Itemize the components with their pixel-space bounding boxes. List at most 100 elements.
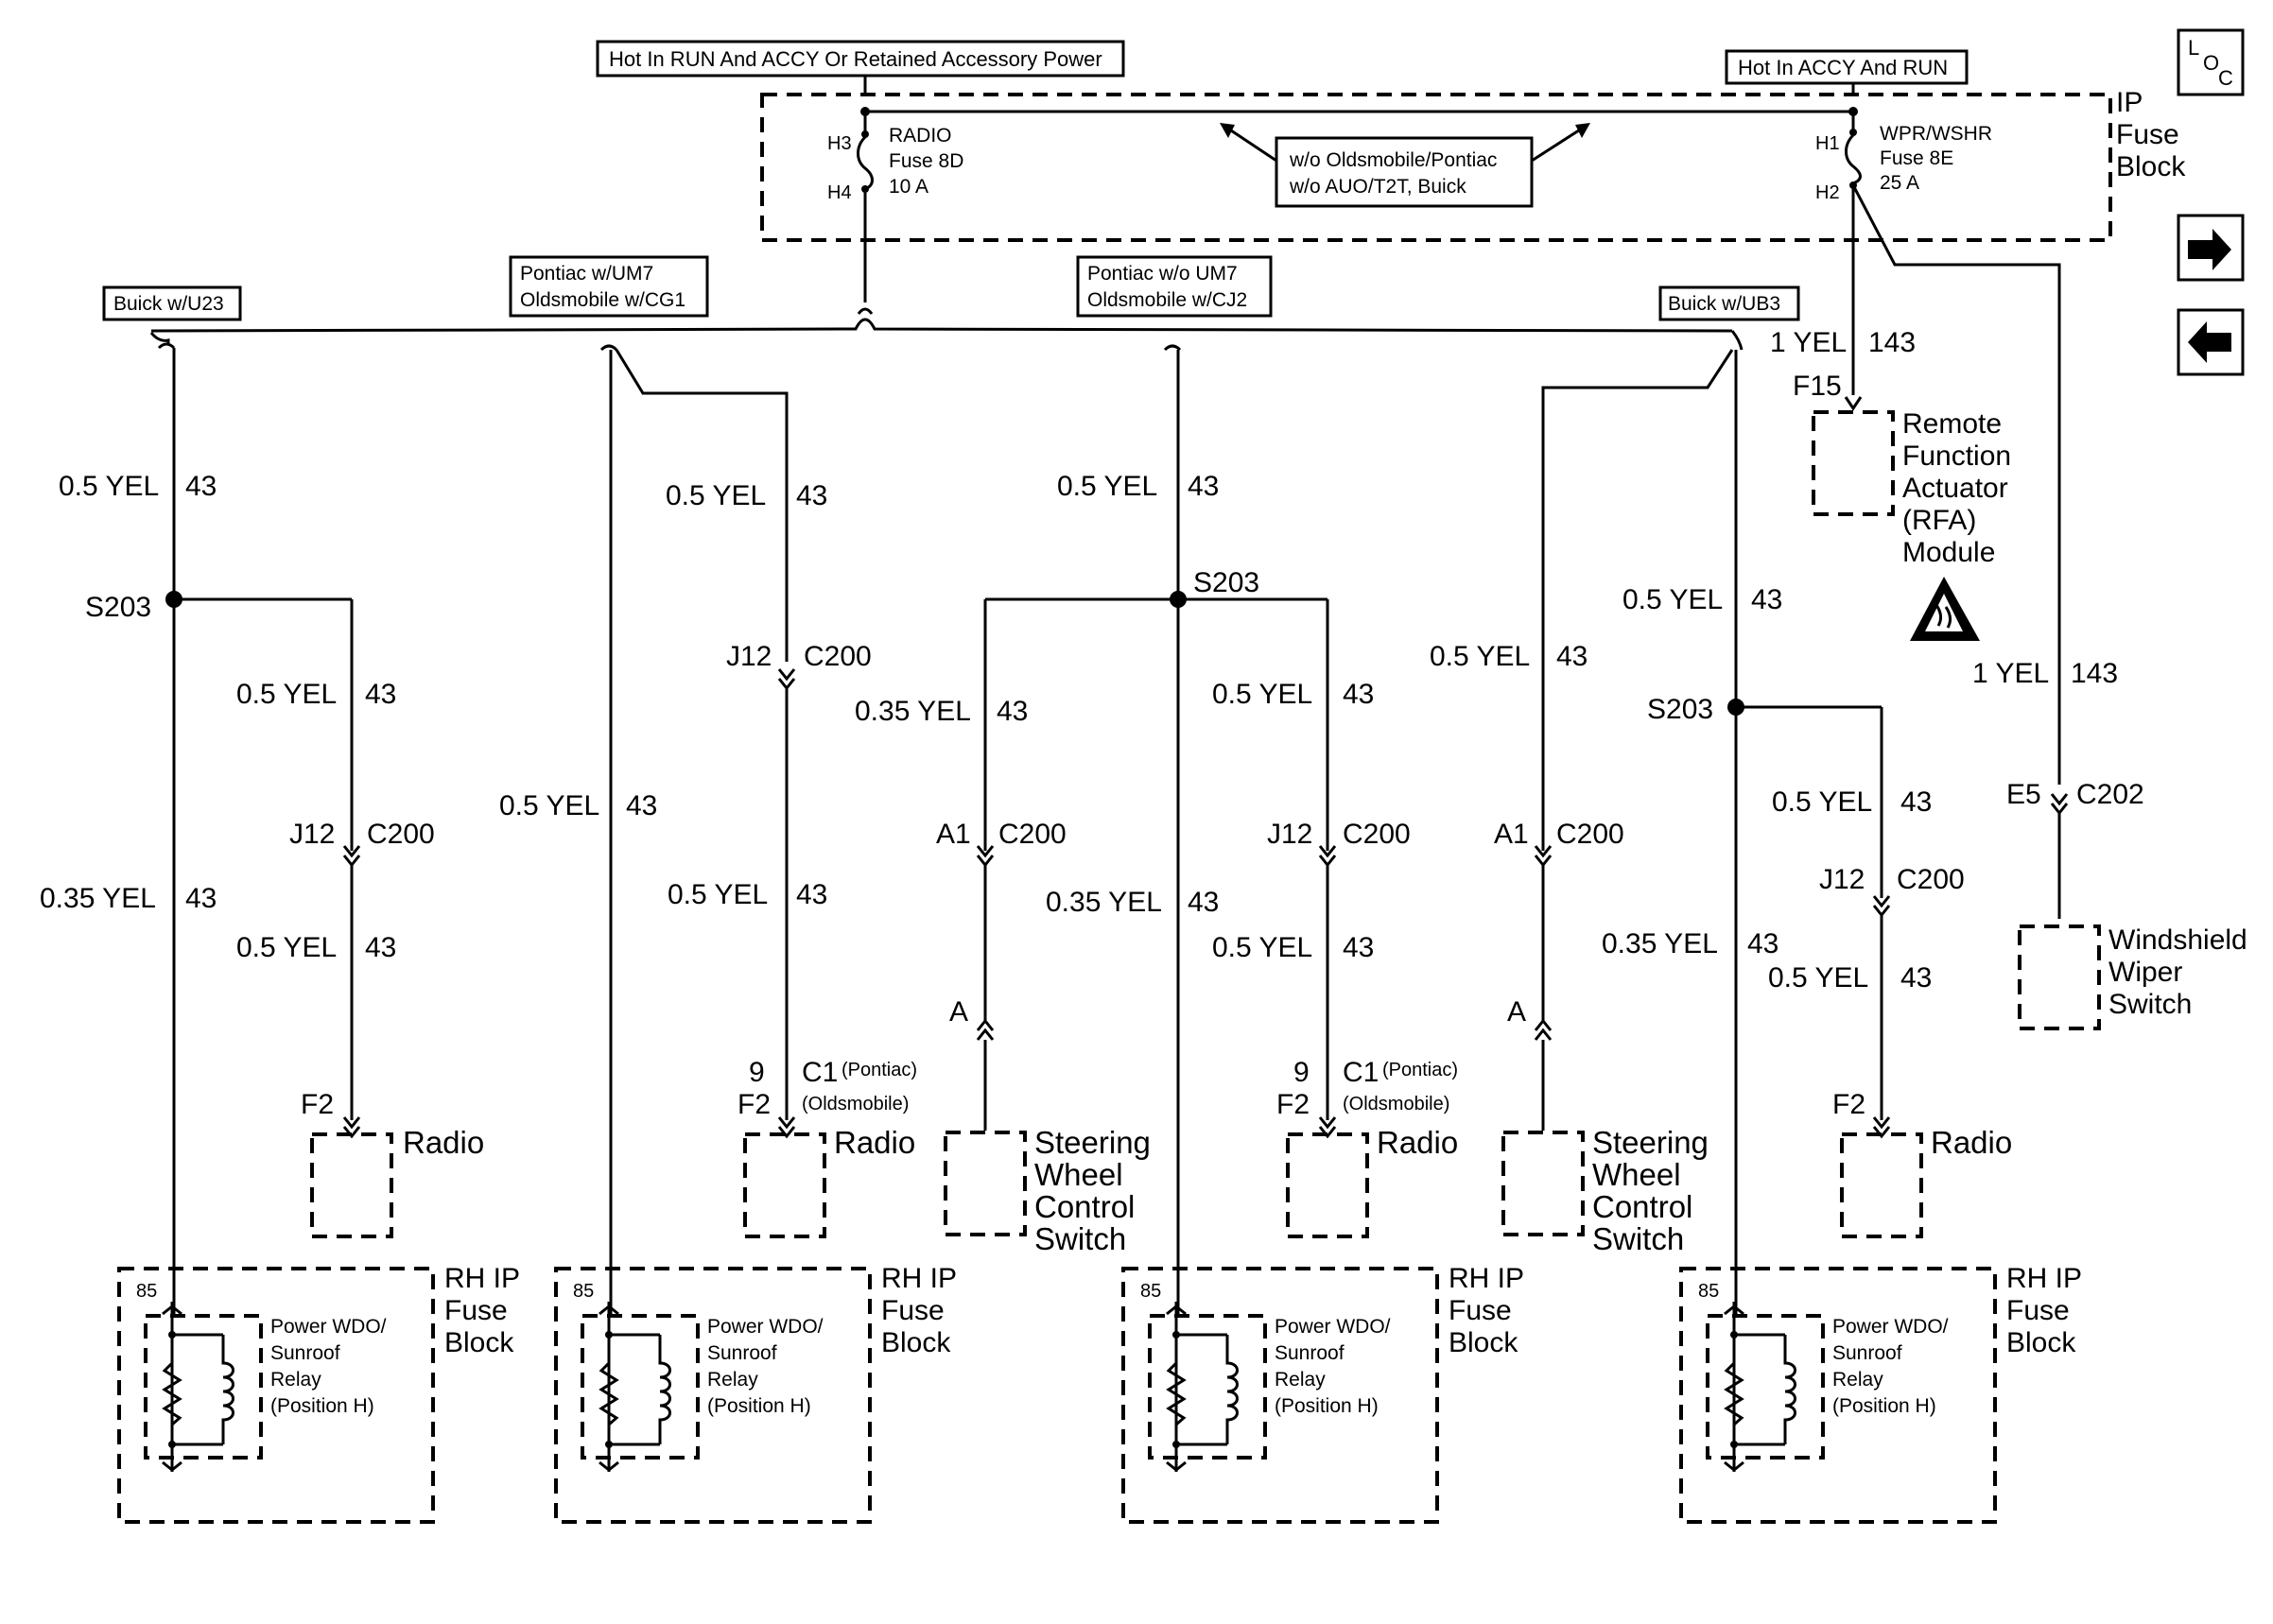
circuit-number: 43 — [626, 790, 657, 821]
relay-label-1: Power WDO/ — [270, 1316, 387, 1338]
wpr-fuse-number: Fuse 8E — [1880, 147, 1953, 169]
wire-gauge: 0.35 YEL — [1602, 928, 1718, 959]
pin-e5: E5 — [2006, 779, 2041, 810]
variant-buick-ub3-text: Buick w/UB3 — [1668, 293, 1780, 315]
rfa-label-1: Remote — [1902, 408, 2002, 440]
relay-label-3: Relay — [1832, 1369, 1883, 1391]
variant-pontiac-um7: Pontiac w/UM7 Oldsmobile w/CG1 — [509, 255, 709, 318]
variant-pontiac-wo-um7-text-2: Oldsmobile w/CJ2 — [1087, 289, 1247, 311]
relay-label-2: Sunroof — [1275, 1342, 1345, 1364]
pin-a: A — [949, 996, 968, 1028]
connector-c1: C1 — [802, 1057, 838, 1088]
connector-a1: A1 — [1494, 819, 1529, 850]
wire-gauge: 0.5 YEL — [1057, 471, 1157, 502]
radio-label: Radio — [403, 1125, 484, 1160]
circuit-number: 43 — [796, 879, 827, 910]
radio-label: Radio — [1377, 1125, 1458, 1160]
note-pontiac: (Pontiac) — [1382, 1060, 1458, 1080]
note-oldsmobile: (Oldsmobile) — [1343, 1094, 1449, 1114]
note-oldsmobile: (Oldsmobile) — [802, 1094, 909, 1114]
connector-c200: C200 — [804, 641, 872, 672]
radio-label: Radio — [1931, 1125, 2012, 1160]
rfa-label-3: Actuator — [1902, 473, 2008, 504]
wpr-fuse-h2: H2 — [1815, 182, 1840, 203]
wpr-fuse-rating: 25 A — [1880, 172, 1919, 194]
radio-component: Radio — [743, 1125, 915, 1238]
circuit-number: 43 — [796, 480, 827, 511]
splice-s203: S203 — [1647, 694, 1713, 725]
swc-label-4: Switch — [1592, 1221, 1684, 1256]
connector-a1: A1 — [936, 819, 971, 850]
rh-label-2: Fuse — [444, 1295, 508, 1326]
circuit-number: 43 — [1188, 471, 1219, 502]
rfa-label-2: Function — [1902, 441, 2011, 472]
radio-fuse-h3: H3 — [827, 133, 852, 154]
previous-page-button[interactable] — [2177, 308, 2245, 376]
relay-label-4: (Position H) — [270, 1395, 374, 1417]
pin-f15: F15 — [1793, 371, 1842, 402]
ip-fuse-block-title-2: Fuse — [2116, 119, 2179, 150]
power-label-accy-run: Hot In ACCY And RUN — [1725, 49, 1969, 85]
esd-warning-icon — [1910, 577, 1980, 641]
circuit-buick-ub3: 0.5 YEL 43 A1 C200 A Steering Wheel Cont… — [1430, 349, 2012, 1314]
circuit-rfa: 1 YEL 143 F15 Remote Function Actuator (… — [1770, 185, 2011, 641]
wpr-fuse: H1 H2 WPR/WSHR Fuse 8E 25 A — [1815, 112, 1992, 203]
loc-letter-l: L — [2188, 36, 2199, 60]
ip-fuse-block-title-3: Block — [2116, 151, 2186, 182]
relay-label-4: (Position H) — [1832, 1395, 1936, 1417]
variant-pontiac-wo-um7-text-1: Pontiac w/o UM7 — [1087, 263, 1238, 285]
connector-j12: J12 — [1819, 864, 1865, 895]
pin-9: 9 — [749, 1057, 765, 1088]
next-page-button[interactable] — [2177, 214, 2245, 282]
circuit-number: 43 — [1747, 928, 1778, 959]
rh-ip-fuse-block-1: 85 RH IP Fuse Block Power WDO/ Sunroof R… — [117, 1263, 520, 1524]
relay-label-4: (Position H) — [707, 1395, 811, 1417]
wire-gauge: 0.35 YEL — [855, 696, 971, 727]
pin-85: 85 — [1698, 1281, 1719, 1302]
circuit-buick-u23: 0.5 YEL 43 S203 0.5 YEL 43 J12 C200 0.35… — [40, 342, 484, 1314]
option-note-line-2: w/o AUO/T2T, Buick — [1289, 176, 1466, 198]
circuit-number: 43 — [1343, 932, 1374, 963]
circuit-number: 43 — [365, 679, 396, 710]
connector-j12: J12 — [289, 819, 335, 850]
relay-label-1: Power WDO/ — [707, 1316, 824, 1338]
ip-fuse-block: IP Fuse Block H3 H4 RADIO Fuse 8D 10 A H… — [760, 87, 2186, 302]
pin-85: 85 — [136, 1281, 157, 1302]
connector-j12: J12 — [1267, 819, 1312, 850]
variant-pontiac-um7-text-1: Pontiac w/UM7 — [520, 263, 653, 285]
windshield-wiper-switch: Windshield Wiper Switch — [2018, 924, 2247, 1030]
relay-label-2: Sunroof — [270, 1342, 340, 1364]
connector-c200: C200 — [1556, 819, 1624, 850]
pin-f2: F2 — [1832, 1089, 1865, 1120]
connector-j12: J12 — [726, 641, 772, 672]
power-label-run-accy: Hot In RUN And ACCY Or Retained Accessor… — [596, 40, 1125, 78]
connector-c200: C200 — [1897, 864, 1965, 895]
wpr-fuse-name: WPR/WSHR — [1880, 123, 1992, 145]
radio-component: Radio — [310, 1125, 484, 1238]
swc-label-3: Control — [1034, 1189, 1135, 1224]
loc-button[interactable]: L O C — [2177, 28, 2245, 96]
pin-f2: F2 — [737, 1089, 771, 1120]
connector-c200: C200 — [1343, 819, 1411, 850]
radio-component: Radio — [1286, 1125, 1458, 1238]
distribution-bus — [149, 307, 1744, 351]
splice-s203: S203 — [85, 592, 151, 623]
variant-pontiac-wo-um7: Pontiac w/o UM7 Oldsmobile w/CJ2 — [1076, 255, 1273, 318]
circuit-number: 43 — [1556, 641, 1588, 672]
relay-label-2: Sunroof — [707, 1342, 777, 1364]
wire-gauge: 1 YEL — [1770, 327, 1847, 358]
wire-gauge: 0.5 YEL — [1768, 962, 1868, 993]
variant-buick-ub3: Buick w/UB3 — [1658, 285, 1800, 321]
connector-c202: C202 — [2076, 779, 2144, 810]
relay-label-2: Sunroof — [1832, 1342, 1902, 1364]
wire-gauge: 0.5 YEL — [1622, 584, 1723, 615]
wire-gauge: 0.5 YEL — [499, 790, 599, 821]
swc-label-3: Control — [1592, 1189, 1692, 1224]
pin-a: A — [1507, 996, 1526, 1028]
circuit-number: 43 — [185, 883, 217, 914]
rh-label-3: Block — [881, 1327, 951, 1358]
circuit-number: 43 — [1751, 584, 1782, 615]
note-pontiac: (Pontiac) — [842, 1060, 917, 1080]
circuit-pontiac-um7: 0.5 YEL 43 0.5 YEL 43 J12 C200 0.5 YEL 4… — [499, 344, 917, 1314]
rh-label-2: Fuse — [2006, 1295, 2070, 1326]
